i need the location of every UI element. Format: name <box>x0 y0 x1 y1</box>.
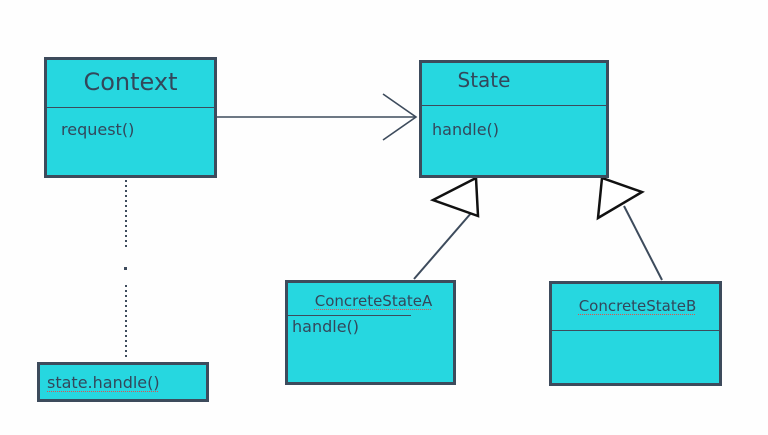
concrete-state-a-divider <box>288 315 411 316</box>
context-class-divider <box>47 107 214 108</box>
concrete-state-a-method: handle() <box>292 317 360 336</box>
generalization-line-a <box>413 211 473 280</box>
generalization-line-b <box>623 205 663 281</box>
state-class-name: State <box>457 68 511 92</box>
note-link-dot <box>124 267 127 270</box>
concrete-state-b-name: ConcreteStateB <box>578 297 697 315</box>
generalization-arrowhead-a <box>429 176 480 218</box>
context-method: request() <box>61 120 135 139</box>
state-class[interactable]: State handle() <box>419 60 609 178</box>
concrete-state-b-class[interactable]: ConcreteStateB <box>549 281 722 386</box>
generalization-arrowhead-b <box>596 176 645 221</box>
state-class-divider <box>422 105 606 106</box>
note-box[interactable]: state.handle() <box>37 362 209 402</box>
context-class-name: Context <box>83 68 178 96</box>
context-class[interactable]: Context request() <box>44 57 217 178</box>
state-method: handle() <box>432 120 500 139</box>
concrete-state-a-class[interactable]: ConcreteStateA handle() <box>285 280 456 385</box>
concrete-state-b-divider <box>552 330 719 331</box>
concrete-state-a-name: ConcreteStateA <box>314 292 433 310</box>
association-arrowhead <box>382 93 418 141</box>
note-text: state.handle() <box>47 373 160 392</box>
